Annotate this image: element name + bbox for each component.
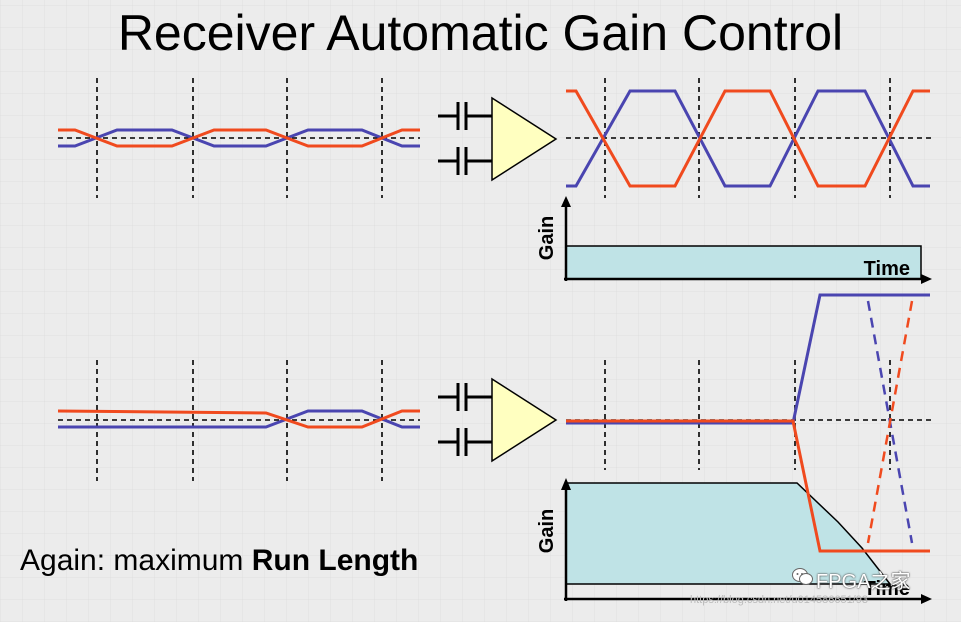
bottom-input-red-trace xyxy=(57,409,420,429)
bottom-amplifier-triangle xyxy=(491,377,558,463)
top-input-bit-markers xyxy=(96,78,383,198)
top-output-red-trace xyxy=(566,89,930,188)
bottom-output-red-trace xyxy=(566,419,930,553)
top-coupling-capacitors xyxy=(438,102,492,175)
caption-prefix: Again: maximum xyxy=(20,544,252,577)
bottom-gain-graph: Gain Time xyxy=(536,478,932,604)
top-output-bit-markers xyxy=(604,78,891,198)
bottom-gain-ylabel: Gain xyxy=(536,509,558,553)
watermark-text: FPGA之家 xyxy=(816,571,911,593)
bottom-gain-xlabel: Time xyxy=(864,578,910,600)
bottom-output-blue-trace xyxy=(566,293,930,425)
bottom-gain-x-arrow xyxy=(921,594,932,604)
top-gain-graph: Gain Time xyxy=(536,196,932,284)
top-input-red-trace xyxy=(58,128,420,148)
bottom-output-bit-markers xyxy=(604,360,891,470)
watermark-url: https://blog.csdn.net/u014586651/93 xyxy=(690,594,868,606)
bottom-input-blue-trace xyxy=(58,409,420,429)
bottom-gain-y-arrow xyxy=(561,478,571,490)
bottom-output-red-dashed-trace xyxy=(866,300,914,544)
top-gain-y-arrow xyxy=(561,196,571,207)
bottom-coupling-capacitors xyxy=(438,383,492,456)
top-gain-ylabel: Gain xyxy=(536,216,558,260)
slide-title: Receiver Automatic Gain Control xyxy=(117,5,844,61)
top-gain-x-arrow xyxy=(921,274,932,284)
caption: Again: maximum Run Length xyxy=(20,544,418,578)
top-gain-xlabel: Time xyxy=(864,258,910,280)
top-amplifier-triangle xyxy=(491,96,558,182)
wechat-icon xyxy=(792,568,813,585)
bottom-input-bit-markers xyxy=(96,360,383,481)
caption-bold: Run Length xyxy=(251,544,419,577)
